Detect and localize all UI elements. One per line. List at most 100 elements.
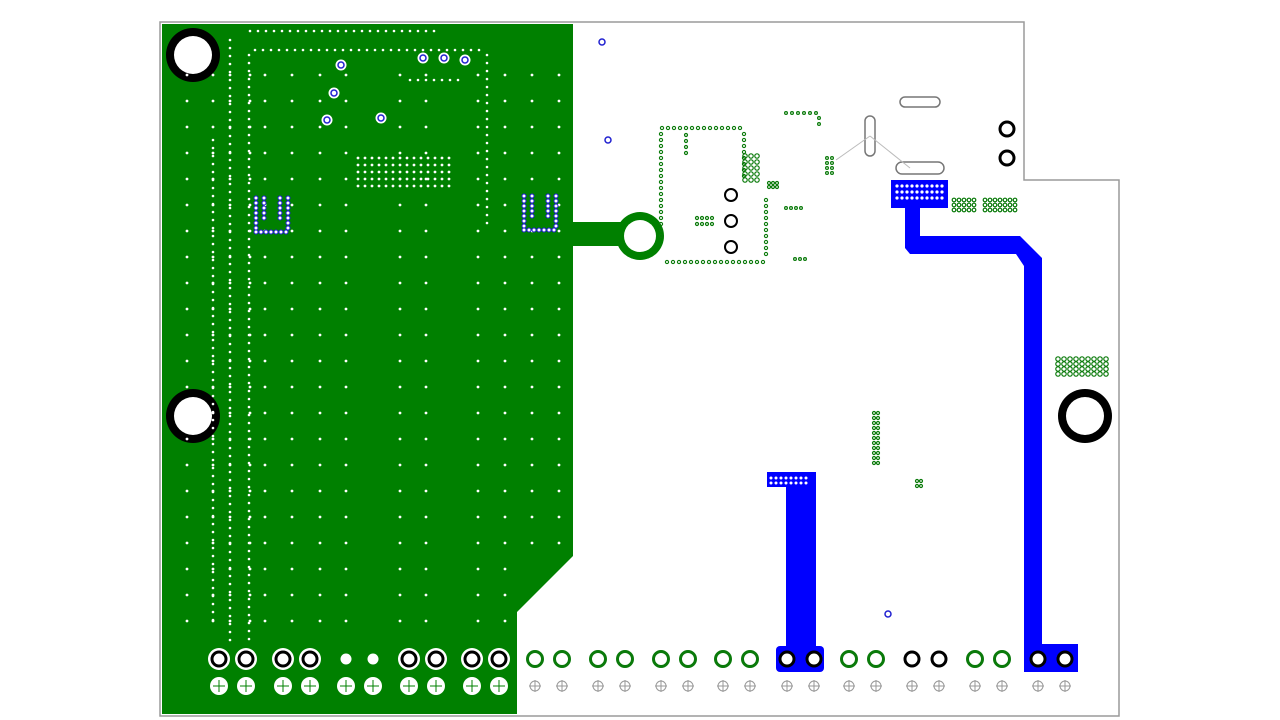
stitching-via bbox=[211, 322, 215, 326]
stitching-via bbox=[211, 498, 215, 502]
stitching-via bbox=[503, 203, 507, 207]
stitching-via bbox=[530, 125, 534, 129]
stitching-via bbox=[398, 411, 402, 415]
stitching-via bbox=[370, 163, 374, 167]
green-via bbox=[694, 215, 700, 221]
stitching-via bbox=[211, 362, 215, 366]
green-via bbox=[875, 425, 881, 431]
array-via bbox=[774, 476, 778, 480]
mounting-hole-mid-left bbox=[166, 389, 220, 443]
stitching-via bbox=[247, 613, 251, 617]
stitching-via bbox=[185, 567, 189, 571]
stitching-via bbox=[376, 29, 380, 33]
green-via bbox=[683, 132, 689, 138]
stitching-via bbox=[447, 184, 451, 188]
stitching-via bbox=[344, 515, 348, 519]
green-via bbox=[658, 155, 664, 161]
u-via bbox=[553, 198, 559, 204]
stitching-via bbox=[247, 485, 251, 489]
stitching-via bbox=[228, 385, 232, 389]
stitching-via bbox=[247, 477, 251, 481]
green-via bbox=[737, 125, 743, 131]
stitching-via bbox=[318, 489, 322, 493]
green-via bbox=[982, 202, 988, 208]
stitching-via bbox=[247, 117, 251, 121]
connector-pad bbox=[741, 650, 759, 668]
connector-pad bbox=[778, 650, 796, 668]
stitching-via bbox=[557, 177, 561, 181]
green-via bbox=[664, 259, 670, 265]
stitching-via bbox=[363, 170, 367, 174]
green-via bbox=[741, 131, 747, 137]
green-via bbox=[783, 206, 788, 211]
stitching-via bbox=[228, 86, 232, 90]
u-via bbox=[546, 227, 552, 233]
green-via bbox=[742, 159, 748, 165]
stitching-via bbox=[211, 359, 215, 363]
lower-pad-crosshair bbox=[870, 680, 882, 692]
stitching-via bbox=[440, 78, 444, 82]
green-via bbox=[1061, 361, 1067, 367]
stitching-via bbox=[247, 197, 251, 201]
green-via bbox=[875, 455, 881, 461]
stitching-via bbox=[228, 390, 232, 394]
stitching-via bbox=[398, 307, 402, 311]
stitching-via bbox=[424, 489, 428, 493]
green-via bbox=[658, 131, 664, 137]
stitching-via bbox=[433, 177, 437, 181]
stitching-via bbox=[248, 203, 252, 207]
connector-pad bbox=[589, 650, 607, 668]
stitching-via bbox=[290, 411, 294, 415]
stitching-via bbox=[476, 177, 480, 181]
stitching-via bbox=[263, 385, 267, 389]
green-via bbox=[992, 202, 998, 208]
stitching-via bbox=[228, 411, 232, 415]
green-via bbox=[683, 150, 689, 156]
array-via bbox=[940, 196, 944, 200]
array-via bbox=[895, 190, 899, 194]
green-via bbox=[951, 207, 957, 213]
green-via bbox=[676, 259, 682, 265]
green-via bbox=[1103, 366, 1109, 372]
stitching-via bbox=[228, 294, 232, 298]
connector-pad bbox=[867, 650, 885, 668]
stitching-via bbox=[424, 99, 428, 103]
stitching-via bbox=[228, 566, 232, 570]
stitching-via bbox=[397, 48, 401, 52]
stitching-via bbox=[384, 163, 388, 167]
stitching-via bbox=[344, 203, 348, 207]
stitching-via bbox=[247, 389, 251, 393]
array-via bbox=[804, 476, 808, 480]
stitching-via bbox=[363, 156, 367, 160]
stitching-via bbox=[247, 349, 251, 353]
stitching-via bbox=[211, 567, 215, 571]
green-via bbox=[707, 125, 713, 131]
green-via bbox=[671, 125, 677, 131]
stitching-via bbox=[557, 99, 561, 103]
stitching-via bbox=[370, 170, 374, 174]
green-via bbox=[763, 239, 769, 245]
green-via bbox=[748, 177, 754, 183]
green-via bbox=[731, 125, 737, 131]
green-via bbox=[997, 207, 1003, 213]
green-via bbox=[802, 257, 807, 262]
stitching-via bbox=[290, 333, 294, 337]
stitching-via bbox=[228, 126, 232, 130]
u-via bbox=[253, 225, 259, 231]
stitching-via bbox=[248, 463, 252, 467]
green-via bbox=[961, 207, 967, 213]
stitching-via bbox=[228, 214, 232, 218]
stitching-via bbox=[398, 619, 402, 623]
green-via bbox=[1007, 197, 1013, 203]
u-via bbox=[253, 205, 259, 211]
stitching-via bbox=[356, 170, 360, 174]
stitching-via bbox=[445, 48, 449, 52]
green-via bbox=[760, 259, 766, 265]
stitching-via bbox=[185, 619, 189, 623]
stitching-via bbox=[247, 493, 251, 497]
u-via bbox=[521, 198, 527, 204]
stitching-via bbox=[247, 453, 251, 457]
green-via bbox=[956, 197, 962, 203]
u-via bbox=[545, 193, 551, 199]
